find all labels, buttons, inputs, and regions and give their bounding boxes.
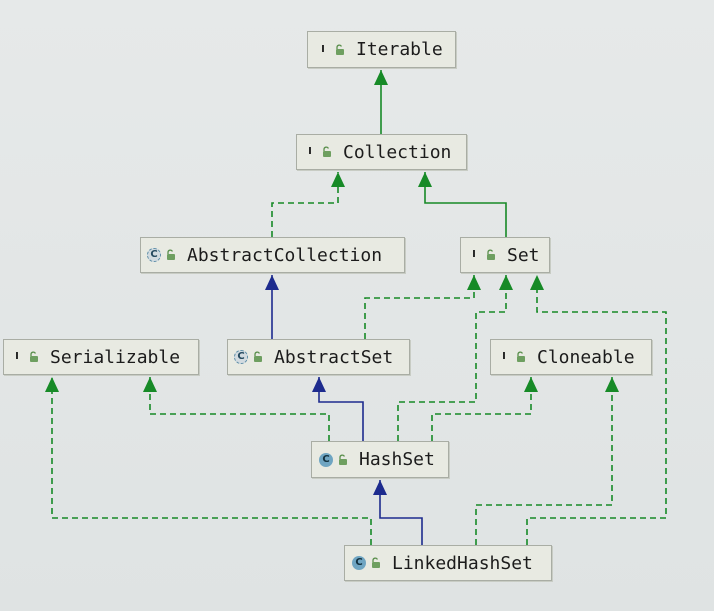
public-lock-icon (372, 557, 380, 568)
node-abstract-collection[interactable]: C AbstractCollection (140, 237, 405, 273)
edge-linked_hash_set-implements-set (526, 275, 667, 545)
public-lock-icon (254, 351, 262, 362)
interface-icon: I (321, 43, 325, 55)
abstract-class-icon: C (147, 248, 161, 262)
node-collection[interactable]: I Collection (296, 134, 467, 170)
edge-hash_set-extends-abstract_set (312, 377, 364, 441)
node-label: AbstractSet (274, 346, 394, 368)
arrowhead (373, 480, 387, 495)
edge-abstract_set-extends-abstract_collection (265, 275, 279, 339)
node-iterable[interactable]: I Iterable (307, 31, 456, 68)
node-cloneable[interactable]: I Cloneable (490, 339, 652, 375)
abstract-class-icon: C (234, 350, 248, 364)
class-icon: C (319, 452, 333, 467)
public-lock-icon (487, 249, 495, 260)
arrowhead (374, 70, 388, 85)
node-linked-hash-set[interactable]: C LinkedHashSet (344, 545, 552, 581)
edge-collection-extends-iterable (374, 70, 388, 134)
public-lock-icon (323, 146, 331, 157)
public-lock-icon (336, 44, 344, 55)
public-lock-icon (167, 249, 175, 260)
edge-linked_hash_set-extends-hash_set (373, 480, 423, 545)
interface-icon: I (472, 249, 476, 260)
node-label: Set (507, 244, 540, 266)
arrowhead (467, 275, 481, 290)
edge-linked_hash_set-implements-serializable (45, 377, 372, 545)
node-label: Iterable (356, 39, 443, 60)
node-label: Serializable (50, 346, 181, 368)
edge-set-extends-collection (418, 172, 507, 237)
arrowhead (530, 275, 544, 290)
edge-abstract_set-implements-set (364, 275, 481, 339)
arrowhead (45, 377, 59, 392)
node-set[interactable]: I Set (460, 237, 550, 273)
interface-icon: I (308, 146, 312, 157)
node-label: HashSet (359, 449, 435, 470)
public-lock-icon (30, 351, 38, 362)
node-serializable[interactable]: I Serializable (3, 339, 199, 375)
arrowhead (605, 377, 619, 392)
arrowhead (143, 377, 157, 392)
edge-hash_set-implements-cloneable (431, 377, 538, 441)
public-lock-icon (517, 351, 525, 362)
arrowhead (312, 377, 326, 392)
interface-icon: I (502, 351, 506, 362)
arrowhead (499, 275, 513, 290)
arrowhead (524, 377, 538, 392)
edge-abstract_collection-implements-collection (271, 172, 345, 237)
arrowhead (418, 172, 432, 187)
arrowhead (331, 172, 345, 187)
public-lock-icon (339, 454, 347, 465)
interface-icon: I (15, 351, 19, 362)
node-label: Collection (343, 141, 452, 163)
arrowhead (265, 275, 279, 290)
node-abstract-set[interactable]: C AbstractSet (227, 339, 410, 375)
node-label: Cloneable (537, 346, 635, 368)
edge-linked_hash_set-implements-cloneable (475, 377, 619, 545)
node-hash-set[interactable]: C HashSet (311, 441, 449, 478)
edge-hash_set-implements-set (397, 275, 513, 441)
class-icon: C (352, 556, 366, 570)
node-label: AbstractCollection (187, 244, 383, 266)
node-label: LinkedHashSet (392, 552, 533, 574)
edge-hash_set-implements-serializable (143, 377, 330, 441)
